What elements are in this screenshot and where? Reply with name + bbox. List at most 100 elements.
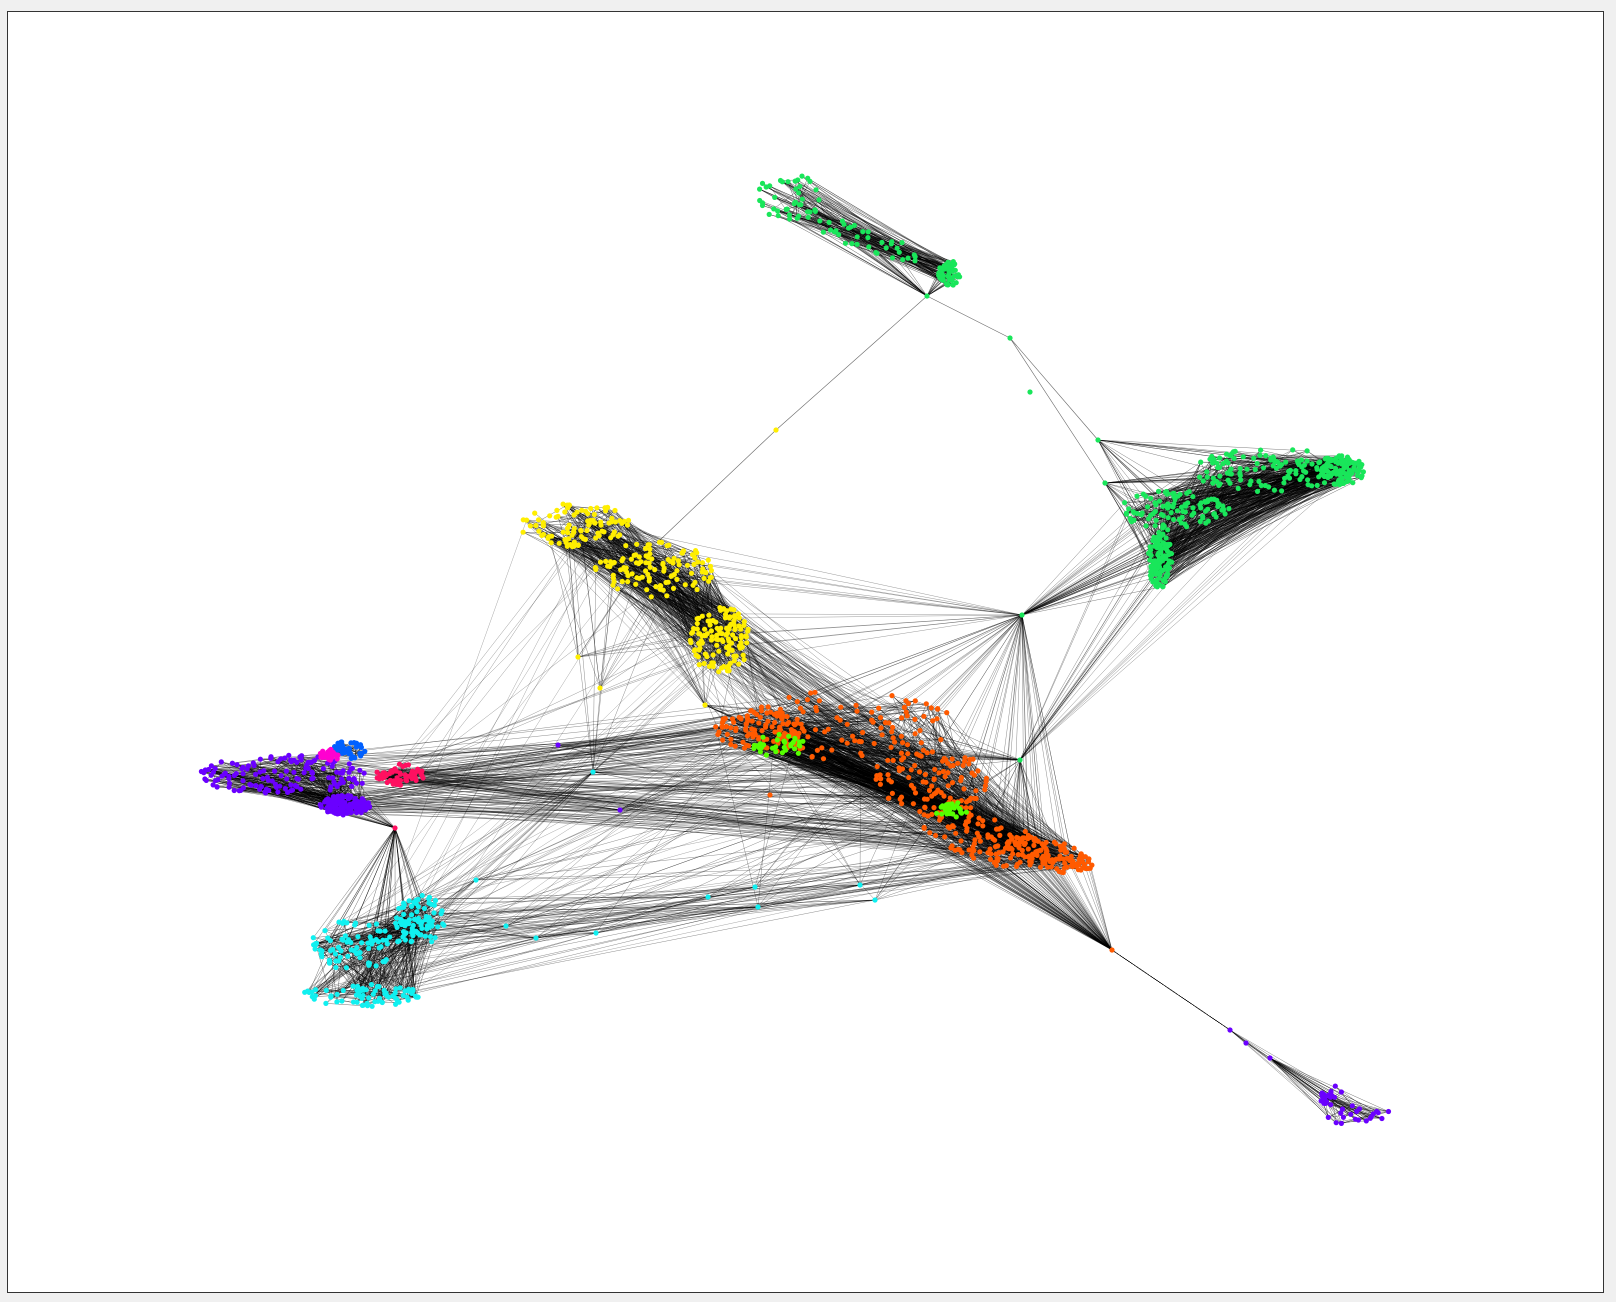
- graph-edge: [659, 429, 777, 541]
- graph-edge: [1019, 501, 1208, 761]
- graph-edge: [229, 786, 333, 805]
- graph-edge: [368, 531, 615, 926]
- graph-edge: [780, 180, 928, 297]
- graph-edge: [807, 177, 952, 266]
- graph-edge: [678, 557, 695, 561]
- graph-edge: [674, 574, 709, 622]
- graph-edge: [1155, 472, 1334, 546]
- graph-edge: [1019, 495, 1138, 761]
- graph-edge: [421, 521, 624, 776]
- graph-edge: [667, 582, 692, 643]
- graph-edge: [842, 220, 928, 297]
- graph-edge: [800, 204, 949, 277]
- graph-edge: [1169, 480, 1339, 562]
- graph-edge: [342, 770, 350, 798]
- graph-edge: [336, 939, 406, 995]
- graph-edge: [1152, 458, 1326, 568]
- graph-edge: [795, 180, 947, 268]
- graph-edge: [1016, 866, 1113, 951]
- graph-edge: [738, 613, 1023, 616]
- graph-edge: [1159, 473, 1341, 576]
- graph-edge: [775, 295, 928, 431]
- graph-edge: [1167, 521, 1201, 575]
- graph-edge: [1056, 868, 1113, 951]
- graph-edge: [320, 939, 344, 951]
- graph-edge: [880, 717, 900, 771]
- graph-edge: [1162, 462, 1299, 587]
- graph-edge: [342, 906, 404, 924]
- graph-edge: [574, 545, 639, 564]
- graph-edge: [881, 242, 928, 297]
- graph-edge: [698, 572, 706, 634]
- graph-edge: [794, 181, 803, 200]
- graph-edge: [780, 180, 949, 268]
- graph-edge: [923, 712, 947, 717]
- graph-edge: [669, 561, 731, 664]
- graph-edge: [777, 210, 947, 285]
- graph-edge: [580, 530, 739, 615]
- graph-edge: [262, 778, 344, 783]
- graph-edge: [535, 525, 708, 657]
- graph-edge: [1340, 1112, 1367, 1122]
- graph-edge: [1155, 482, 1353, 581]
- graph-edge: [1021, 514, 1142, 616]
- graph-edge: [645, 548, 730, 671]
- graph-edge: [705, 572, 748, 632]
- graph-edge: [566, 542, 703, 617]
- graph-edge: [363, 946, 382, 991]
- graph-edge: [311, 778, 331, 791]
- graph-edge: [778, 215, 928, 297]
- graph-edge: [964, 757, 1082, 854]
- graph-edge: [581, 510, 697, 554]
- graph-edge: [780, 180, 845, 225]
- graph-edge: [906, 700, 916, 716]
- graph-edge: [1162, 477, 1362, 561]
- graph-edge: [802, 198, 953, 269]
- graph-edge: [976, 798, 1075, 849]
- graph-edge: [799, 186, 802, 205]
- graph-edge: [594, 522, 624, 559]
- graph-edge: [814, 209, 928, 297]
- graph-edge: [986, 614, 1023, 779]
- graph-edge: [871, 719, 1035, 855]
- graph-edge: [382, 936, 426, 1003]
- graph-edge: [732, 707, 932, 720]
- graph-edge: [1009, 337, 1106, 484]
- graph-edge: [931, 707, 1065, 845]
- graph-edge: [609, 566, 699, 644]
- graph-edge: [868, 246, 949, 263]
- graph-edge: [926, 295, 1011, 339]
- graph-edge: [802, 711, 1113, 951]
- edge-layer: [201, 175, 1389, 1124]
- graph-edge: [415, 900, 436, 997]
- graph-edge: [424, 908, 443, 924]
- graph-edge: [386, 940, 396, 993]
- graph-edge: [798, 192, 858, 245]
- graph-edge: [814, 209, 952, 269]
- graph-edge: [315, 944, 342, 952]
- graph-edge: [416, 522, 610, 912]
- graph-edge: [815, 189, 955, 265]
- graph-edge: [854, 225, 950, 281]
- graph-edge: [576, 512, 581, 531]
- graph-edge: [801, 175, 959, 275]
- graph-edge: [906, 711, 1081, 856]
- graph-edge: [798, 192, 955, 277]
- graph-edge: [399, 932, 419, 988]
- graph-edge: [801, 175, 928, 297]
- graph-edge: [408, 932, 419, 990]
- graph-edge: [799, 186, 956, 271]
- graph-edge: [651, 596, 724, 610]
- graph-edge: [808, 217, 843, 222]
- graph-edge: [589, 520, 701, 645]
- graph-edge: [1097, 439, 1308, 452]
- graph-edge: [1019, 585, 1156, 761]
- graph-edge: [1097, 439, 1160, 502]
- graph-edge: [662, 563, 732, 610]
- graph-edge: [583, 511, 586, 539]
- graph-edge: [530, 525, 699, 657]
- graph-frame: [7, 11, 1604, 1293]
- graph-edge: [804, 730, 900, 771]
- graph-edge: [773, 181, 811, 210]
- graph-edge: [378, 928, 428, 987]
